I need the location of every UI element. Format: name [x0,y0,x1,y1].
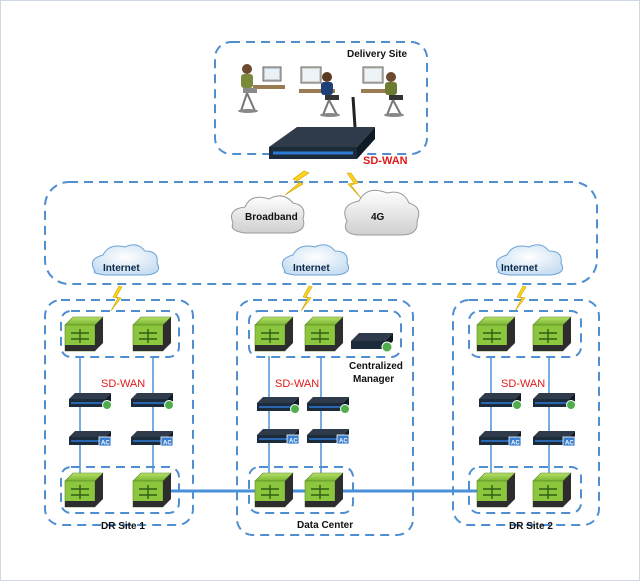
broadband-label: Broadband [245,212,298,223]
sdwan-main-label: SD-WAN [363,155,408,167]
switch-icon [476,316,516,352]
dr-site-2-top-group [468,310,582,358]
router-icon: AC [307,429,350,445]
wan-boundary [44,181,598,285]
switch-icon [132,316,172,352]
user-workstation-icon [238,64,285,113]
router-icon: AC [131,431,174,447]
data-center-boundary [236,299,414,536]
lightning-icon [514,285,527,312]
dr-site-2-bottom-group [468,466,582,514]
sdwan-label-right: SD-WAN [501,378,545,390]
router-icon [257,397,300,414]
router-icon: AC [257,429,300,445]
dr-site-2-boundary [452,299,600,526]
centralized-label: Centralized [349,361,403,372]
internet-label-left: Internet [103,263,140,274]
switch-icon [64,316,104,352]
internet-cloud-right [495,244,564,276]
switch-icon [254,316,294,352]
router-icon: AC [533,431,576,447]
switch-icon [304,316,344,352]
delivery-site-label: Delivery Site [347,49,407,60]
internet-cloud-center [281,244,350,276]
sdwan-label-left: SD-WAN [101,378,145,390]
user-workstation-icon [299,66,340,117]
internet-label-right: Internet [501,263,538,274]
delivery-site-boundary [214,41,428,155]
4g-label: 4G [371,212,385,223]
device-tag: AC [163,441,172,447]
device-tag: AC [339,439,348,445]
data-center-top-group [248,310,402,358]
router-icon: AC [69,431,112,447]
switch-icon [532,472,572,508]
broadband-cloud [231,195,305,234]
device-tag: AC [101,441,110,447]
dr-site-2-label: DR Site 2 [509,521,553,532]
lightning-icon [346,172,362,199]
switch-icon [64,472,104,508]
router-icon [479,393,522,410]
router-icon [307,397,350,414]
lightning-icon [300,285,313,312]
lightning-icon [284,170,310,196]
router-icon [533,393,576,410]
switch-icon [304,472,344,508]
internet-label-center: Internet [293,263,330,274]
switch-icon [132,472,172,508]
router-icon [69,393,112,410]
dr-site-1-top-group [60,310,180,358]
user-workstation-icon [361,66,404,117]
lightning-icon [110,285,123,312]
4g-cloud [344,189,420,236]
router-icon [131,393,174,410]
device-tag: AC [289,439,298,445]
centralized-manager-icon [351,333,393,353]
device-tag: AC [511,441,520,447]
switch-icon [476,472,516,508]
switch-icon [254,472,294,508]
data-center-label: Data Center [297,520,353,531]
sdwan-label-center: SD-WAN [275,378,319,390]
internet-cloud-left [91,244,160,276]
manager-label: Manager [353,374,394,385]
sdwan-router-icon [269,96,375,159]
switch-icon [532,316,572,352]
device-tag: AC [565,441,574,447]
router-icon: AC [479,431,522,447]
dr-site-1-label: DR Site 1 [101,521,145,532]
